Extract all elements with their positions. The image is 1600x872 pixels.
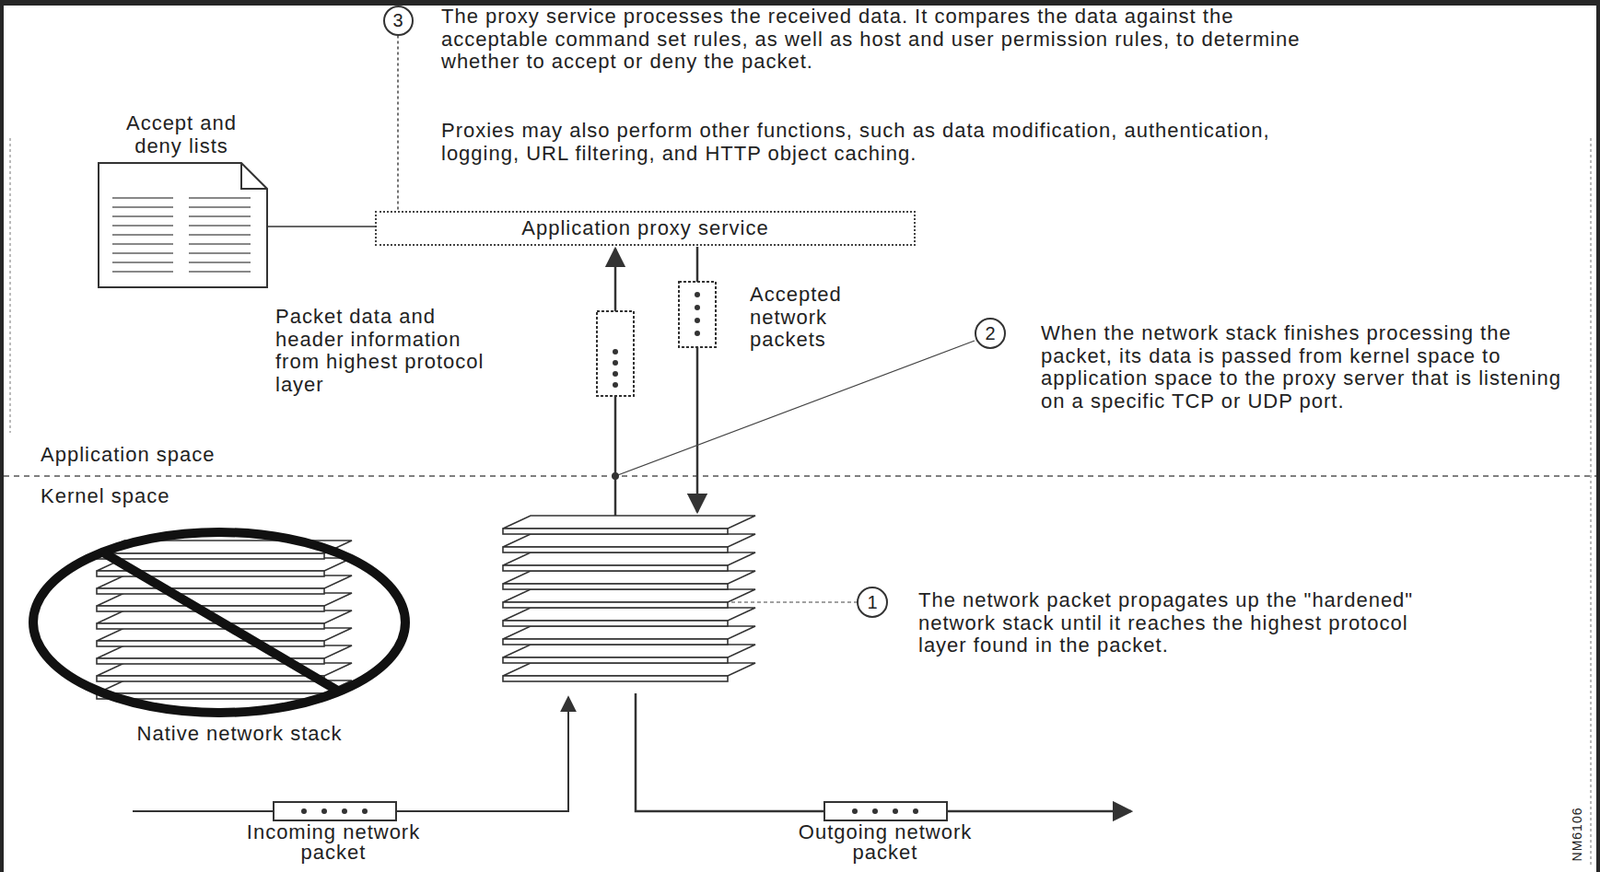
- callout-number: 1: [866, 592, 877, 614]
- packet-icon: [273, 802, 397, 821]
- document-icon: [98, 163, 268, 288]
- frame-line: [1590, 138, 1592, 866]
- document-label: Accept and deny lists: [112, 112, 251, 158]
- leader-line: [615, 340, 975, 477]
- callout-number: 2: [984, 323, 995, 345]
- callout-text: When the network stack finishes processi…: [1040, 322, 1576, 413]
- prohibition-circle: [33, 532, 406, 713]
- callout-number: 3: [392, 10, 403, 32]
- leader-dot: [611, 472, 619, 480]
- packet-label: Incoming network packet: [241, 822, 426, 864]
- proxy-service-box: Application proxy service: [374, 210, 916, 246]
- region-label: Application space: [40, 443, 317, 468]
- prohibition-slash: [103, 552, 341, 693]
- incoming-line: [132, 697, 569, 812]
- flow-label: Accepted network packets: [749, 283, 898, 352]
- callout-text: The network packet propagates up the "ha…: [918, 589, 1435, 658]
- callout-text: Proxies may also perform other functions…: [441, 119, 1308, 165]
- figure-code: NM6106: [1569, 797, 1585, 872]
- hardened-network-stack: [502, 515, 756, 682]
- stack-label: Native network stack: [101, 723, 378, 747]
- native-network-stack: [96, 540, 352, 700]
- packet-label: Outgoing network packet: [793, 822, 978, 864]
- node-label: Application proxy service: [521, 216, 769, 241]
- packet-icon: [824, 802, 947, 821]
- leader-connector: [397, 35, 399, 212]
- flow-label: Packet data and header information from …: [275, 305, 488, 397]
- region-label: Kernel space: [40, 485, 317, 509]
- packet-icon: [678, 281, 716, 348]
- callout-number: 1: [856, 586, 888, 619]
- space-divider: [3, 475, 1597, 478]
- callout-number: 2: [974, 317, 1006, 350]
- packet-icon: [596, 311, 634, 397]
- outgoing-line: [635, 693, 1132, 812]
- callout-number: 3: [383, 5, 414, 36]
- leader-line: [267, 225, 375, 228]
- callout-text: The proxy service processes the received…: [441, 5, 1308, 74]
- frame-line: [10, 138, 12, 433]
